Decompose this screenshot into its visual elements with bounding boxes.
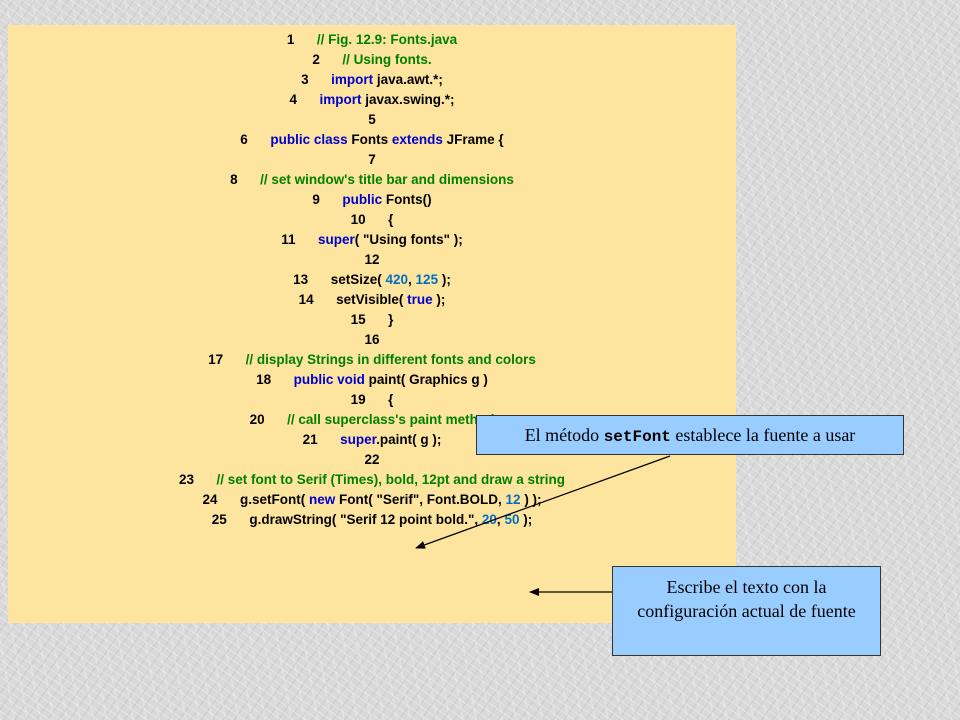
- line-number: 25: [211, 512, 227, 527]
- code-line: 8 // set window's title bar and dimensio…: [8, 170, 736, 190]
- code-token: Fonts(): [382, 192, 432, 207]
- code-token: Font( "Serif", Font.BOLD,: [335, 492, 506, 507]
- code-token: 420: [385, 272, 409, 287]
- code-token: );: [432, 292, 446, 307]
- code-token: );: [519, 512, 533, 527]
- code-line: 15 }: [8, 310, 736, 330]
- setfont-callout: El método setFont establece la fuente a …: [476, 415, 904, 455]
- code-token: 12: [505, 492, 521, 507]
- code-line: 10 {: [8, 210, 736, 230]
- drawstring-callout-text: Escribe el texto con la configuración ac…: [637, 577, 856, 621]
- code-line: 1 // Fig. 12.9: Fonts.java: [8, 30, 736, 50]
- code-token: public class: [270, 132, 348, 147]
- code-line: 7: [8, 150, 736, 170]
- code-line: 6 public class Fonts extends JFrame {: [8, 130, 736, 150]
- code-token: {: [388, 212, 394, 227]
- code-token: import: [331, 72, 374, 87]
- line-number: 3: [301, 72, 309, 87]
- code-token: // set window's title bar and dimensions: [260, 172, 514, 187]
- code-line: 5: [8, 110, 736, 130]
- code-token: setVisible(: [336, 292, 408, 307]
- code-token: // call superclass's paint method: [287, 412, 495, 427]
- code-line: 21 super.paint( g );: [8, 430, 736, 450]
- line-number: 8: [230, 172, 238, 187]
- line-number: 7: [368, 152, 376, 167]
- code-token: ) );: [520, 492, 542, 507]
- code-token: extends: [391, 132, 443, 147]
- line-number: 10: [350, 212, 366, 227]
- code-token: Fonts: [347, 132, 392, 147]
- line-number: 13: [293, 272, 309, 287]
- line-number: 1: [286, 32, 295, 47]
- line-number: 21: [302, 432, 318, 447]
- code-line: 9 public Fonts(): [8, 190, 736, 210]
- code-token: // set font to Serif (Times), bold, 12pt…: [216, 472, 566, 487]
- line-number: 12: [364, 252, 380, 267]
- code-token: import: [319, 92, 362, 107]
- code-token: ( "Using fonts" );: [354, 232, 463, 247]
- line-number: 20: [249, 412, 265, 427]
- code-line: 3 import java.awt.*;: [8, 70, 736, 90]
- line-number: 23: [178, 472, 194, 487]
- code-token: javax.swing.*;: [361, 92, 455, 107]
- drawstring-callout: Escribe el texto con la configuración ac…: [612, 566, 881, 656]
- line-number: 11: [281, 232, 296, 247]
- code-token: super: [340, 432, 377, 447]
- code-token: java.awt.*;: [373, 72, 443, 87]
- line-number: 5: [368, 112, 376, 127]
- code-token: {: [388, 392, 394, 407]
- line-number: 18: [256, 372, 272, 387]
- code-token: );: [438, 272, 451, 287]
- code-line: 25 g.drawString( "Serif 12 point bold.",…: [8, 510, 736, 530]
- code-line: 4 import javax.swing.*;: [8, 90, 736, 110]
- line-number: 6: [240, 132, 248, 147]
- code-line: 16: [8, 330, 736, 350]
- code-token: public: [342, 192, 383, 207]
- code-token: new: [308, 492, 336, 507]
- line-number: 17: [208, 352, 224, 367]
- code-token: g.setFont(: [239, 492, 309, 507]
- code-token: 125: [415, 272, 439, 287]
- code-token: public void: [293, 372, 365, 387]
- code-token: paint( Graphics g ): [364, 372, 488, 387]
- code-line: 11 super( "Using fonts" );: [8, 230, 736, 250]
- code-line: 18 public void paint( Graphics g ): [8, 370, 736, 390]
- line-number: 16: [364, 332, 380, 347]
- code-token: ,: [408, 272, 416, 287]
- code-token: JFrame {: [442, 132, 504, 147]
- code-line: 14 setVisible( true );: [8, 290, 736, 310]
- line-number: 15: [350, 312, 366, 327]
- line-number: 9: [312, 192, 320, 207]
- code-line: 23 // set font to Serif (Times), bold, 1…: [8, 470, 736, 490]
- code-token: true: [407, 292, 433, 307]
- code-token: // display Strings in different fonts an…: [245, 352, 536, 367]
- line-number: 22: [364, 452, 380, 467]
- line-number: 2: [312, 52, 320, 67]
- setfont-callout-code: setFont: [603, 428, 671, 446]
- code-token: // Fig. 12.9: Fonts.java: [316, 32, 458, 47]
- setfont-callout-before: El método: [524, 425, 604, 445]
- line-number: 24: [202, 492, 218, 507]
- line-number: 19: [350, 392, 366, 407]
- line-number: 4: [289, 92, 297, 107]
- code-line: 12: [8, 250, 736, 270]
- code-token: 20: [481, 512, 497, 527]
- line-number: 14: [298, 292, 314, 307]
- code-line: 17 // display Strings in different fonts…: [8, 350, 736, 370]
- code-line: 13 setSize( 420, 125 );: [8, 270, 736, 290]
- code-line: 19 {: [8, 390, 736, 410]
- code-token: setSize(: [330, 272, 386, 287]
- code-token: // Using fonts.: [342, 52, 432, 67]
- code-token: }: [388, 312, 394, 327]
- code-line: 22: [8, 450, 736, 470]
- code-token: g.drawString( "Serif 12 point bold.",: [249, 512, 482, 527]
- setfont-callout-after: establece la fuente a usar: [670, 425, 856, 445]
- code-line: 2 // Using fonts.: [8, 50, 736, 70]
- code-token: .paint( g );: [376, 432, 442, 447]
- code-line: 24 g.setFont( new Font( "Serif", Font.BO…: [8, 490, 736, 510]
- code-token: super: [317, 232, 355, 247]
- code-token: 50: [504, 512, 520, 527]
